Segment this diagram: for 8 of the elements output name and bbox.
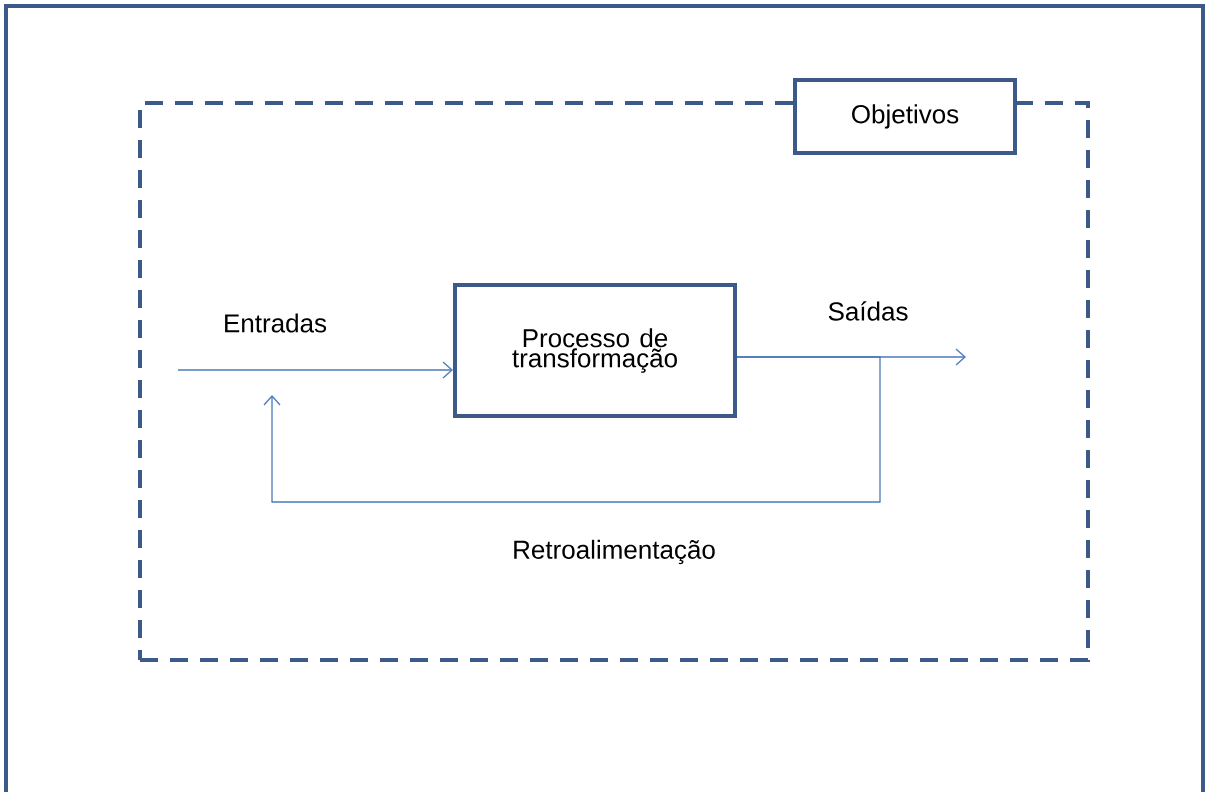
system-boundary [138,101,1090,662]
arrow [177,361,453,379]
arrow [263,356,881,503]
objective-box: Objetivos [793,78,1017,155]
process-box: Processo de transformação [453,283,737,418]
edge-label: Saídas [826,300,910,322]
edge-label: Retroalimentação [511,538,717,566]
edge-label: Entradas [222,312,329,334]
